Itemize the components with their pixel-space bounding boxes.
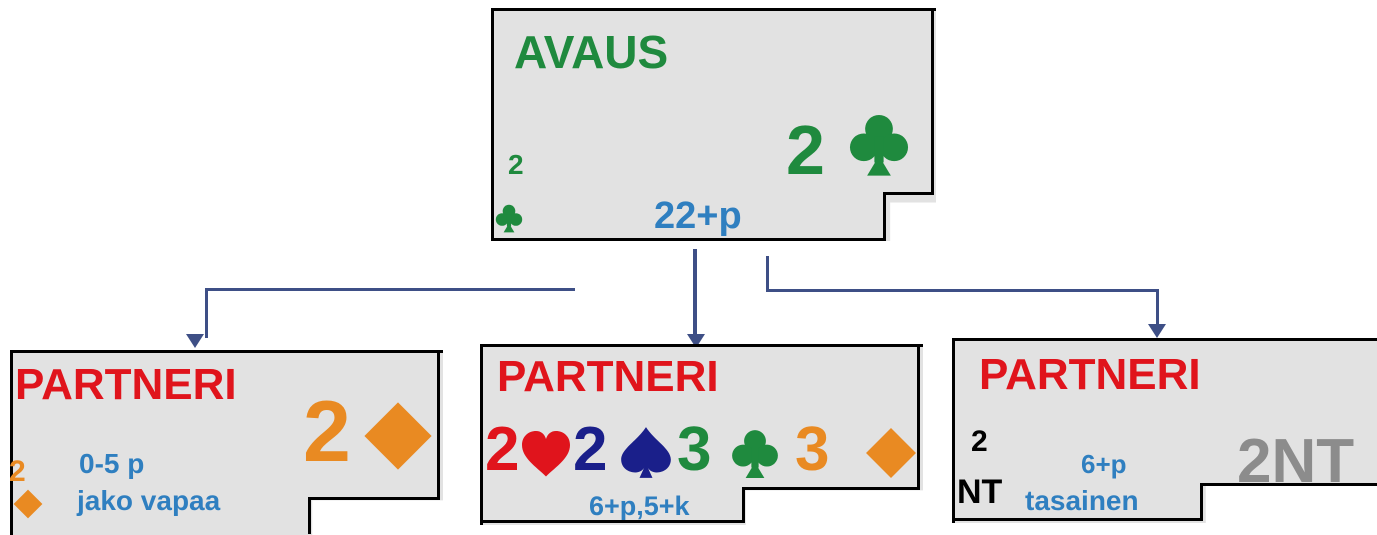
response-card-border	[952, 518, 1203, 521]
connector-right-start	[766, 256, 769, 292]
bid-level: 3	[795, 415, 830, 484]
opening-points: 22+p	[654, 195, 742, 237]
arrow-down-icon	[687, 334, 705, 348]
bid-level: 3	[677, 415, 712, 484]
response-card-border	[310, 497, 440, 500]
response-card-border	[1202, 483, 1377, 486]
response-title: PARTNERI	[497, 352, 719, 401]
response-card-border	[744, 487, 920, 490]
response-bid: 2NT	[1237, 427, 1355, 496]
response-bid-level: 2	[303, 384, 351, 480]
heart-icon	[521, 429, 571, 479]
response-card-border	[437, 350, 440, 500]
response-card-border	[480, 520, 745, 523]
response-points: 6+p	[1081, 449, 1127, 479]
club-icon	[729, 427, 781, 479]
response-card-2nt: PARTNERI 2NT 2 NT 6+p tasainen	[952, 338, 1377, 523]
response-card-border	[742, 487, 745, 522]
connector-right-horizontal	[766, 289, 1159, 292]
opening-title: AVAUS	[514, 26, 669, 78]
opening-card-border	[883, 192, 886, 241]
opening-corner-level: 2	[508, 149, 524, 180]
spade-icon	[619, 425, 673, 479]
response-title: PARTNERI	[15, 360, 237, 409]
club-icon	[846, 111, 912, 177]
connector-right-vertical	[1156, 289, 1159, 328]
response-points: 0-5 p	[79, 448, 145, 479]
response-corner-suit: NT	[957, 473, 1003, 511]
response-card-transfers: PARTNERI 2 2 3 3 6+p,5+k	[480, 344, 923, 525]
arrow-down-icon	[186, 334, 204, 348]
opening-card-border	[491, 238, 886, 241]
response-distribution: jako vapaa	[77, 485, 221, 516]
response-card-border	[308, 497, 311, 534]
response-points-length: 6+p,5+k	[589, 491, 690, 521]
response-card-border	[917, 344, 920, 490]
response-distribution: tasainen	[1025, 485, 1139, 516]
opening-card: AVAUS 2 2 22+p	[491, 8, 936, 241]
diamond-icon	[865, 427, 917, 479]
response-corner-level: 2	[9, 455, 26, 488]
response-corner-level: 2	[971, 425, 988, 458]
connector-left-horizontal	[205, 288, 575, 291]
diamond-icon	[363, 401, 433, 471]
response-card-2-diamonds: PARTNERI 2 2 0-5 p jako vapaa	[10, 350, 443, 535]
opening-card-border	[885, 192, 934, 195]
connector-center	[693, 249, 697, 336]
opening-bid-level: 2	[786, 111, 825, 189]
diamond-icon	[13, 485, 43, 523]
club-icon	[494, 203, 524, 233]
bid-level: 2	[485, 415, 520, 484]
connector-left-vertical	[205, 288, 208, 338]
response-title: PARTNERI	[979, 350, 1201, 399]
opening-card-border	[931, 8, 934, 194]
response-card-border	[1200, 483, 1203, 520]
arrow-down-icon	[1148, 324, 1166, 338]
bid-level: 2	[573, 415, 608, 484]
